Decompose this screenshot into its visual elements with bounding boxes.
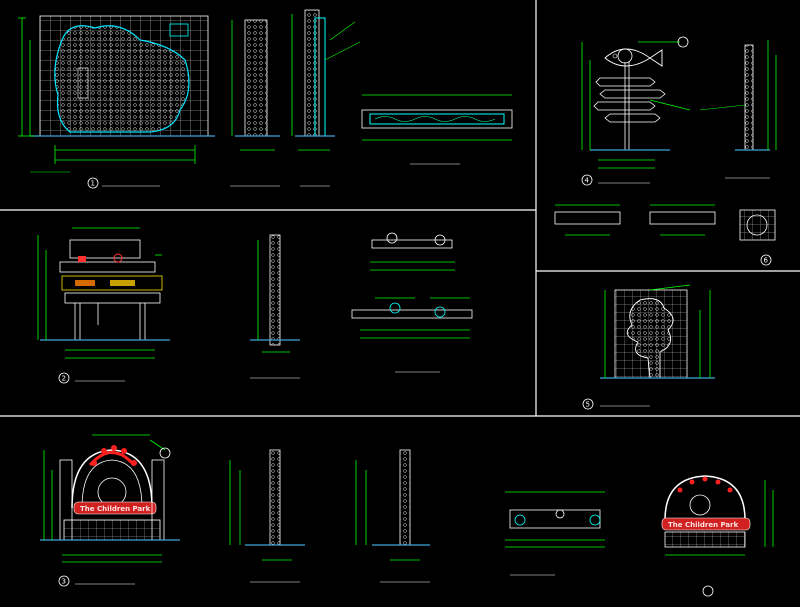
- panel-5-number: 5: [586, 401, 590, 409]
- panel-2-number: 2: [62, 375, 66, 383]
- panel-3-number: 3: [62, 578, 66, 586]
- panel-1-number-circle: [87, 177, 99, 189]
- sign-text-front: The Children Park: [80, 505, 151, 513]
- panel-4-fish-sign: 4 6: [554, 36, 777, 266]
- panel-frames: [0, 0, 800, 417]
- sign-text-plan: The Children Park: [668, 521, 739, 529]
- panel-1-rock-wall: 1: [18, 9, 513, 189]
- panel-3-park-sign: The Children Park The Ch: [40, 434, 774, 597]
- panel-4-number: 4: [585, 177, 590, 185]
- panel-5-tree-sign: 5: [582, 284, 715, 410]
- panel-4b-number: 6: [764, 257, 769, 265]
- panel-2-wood-sign: 2: [37, 227, 473, 384]
- panel-1-number: 1: [91, 180, 95, 188]
